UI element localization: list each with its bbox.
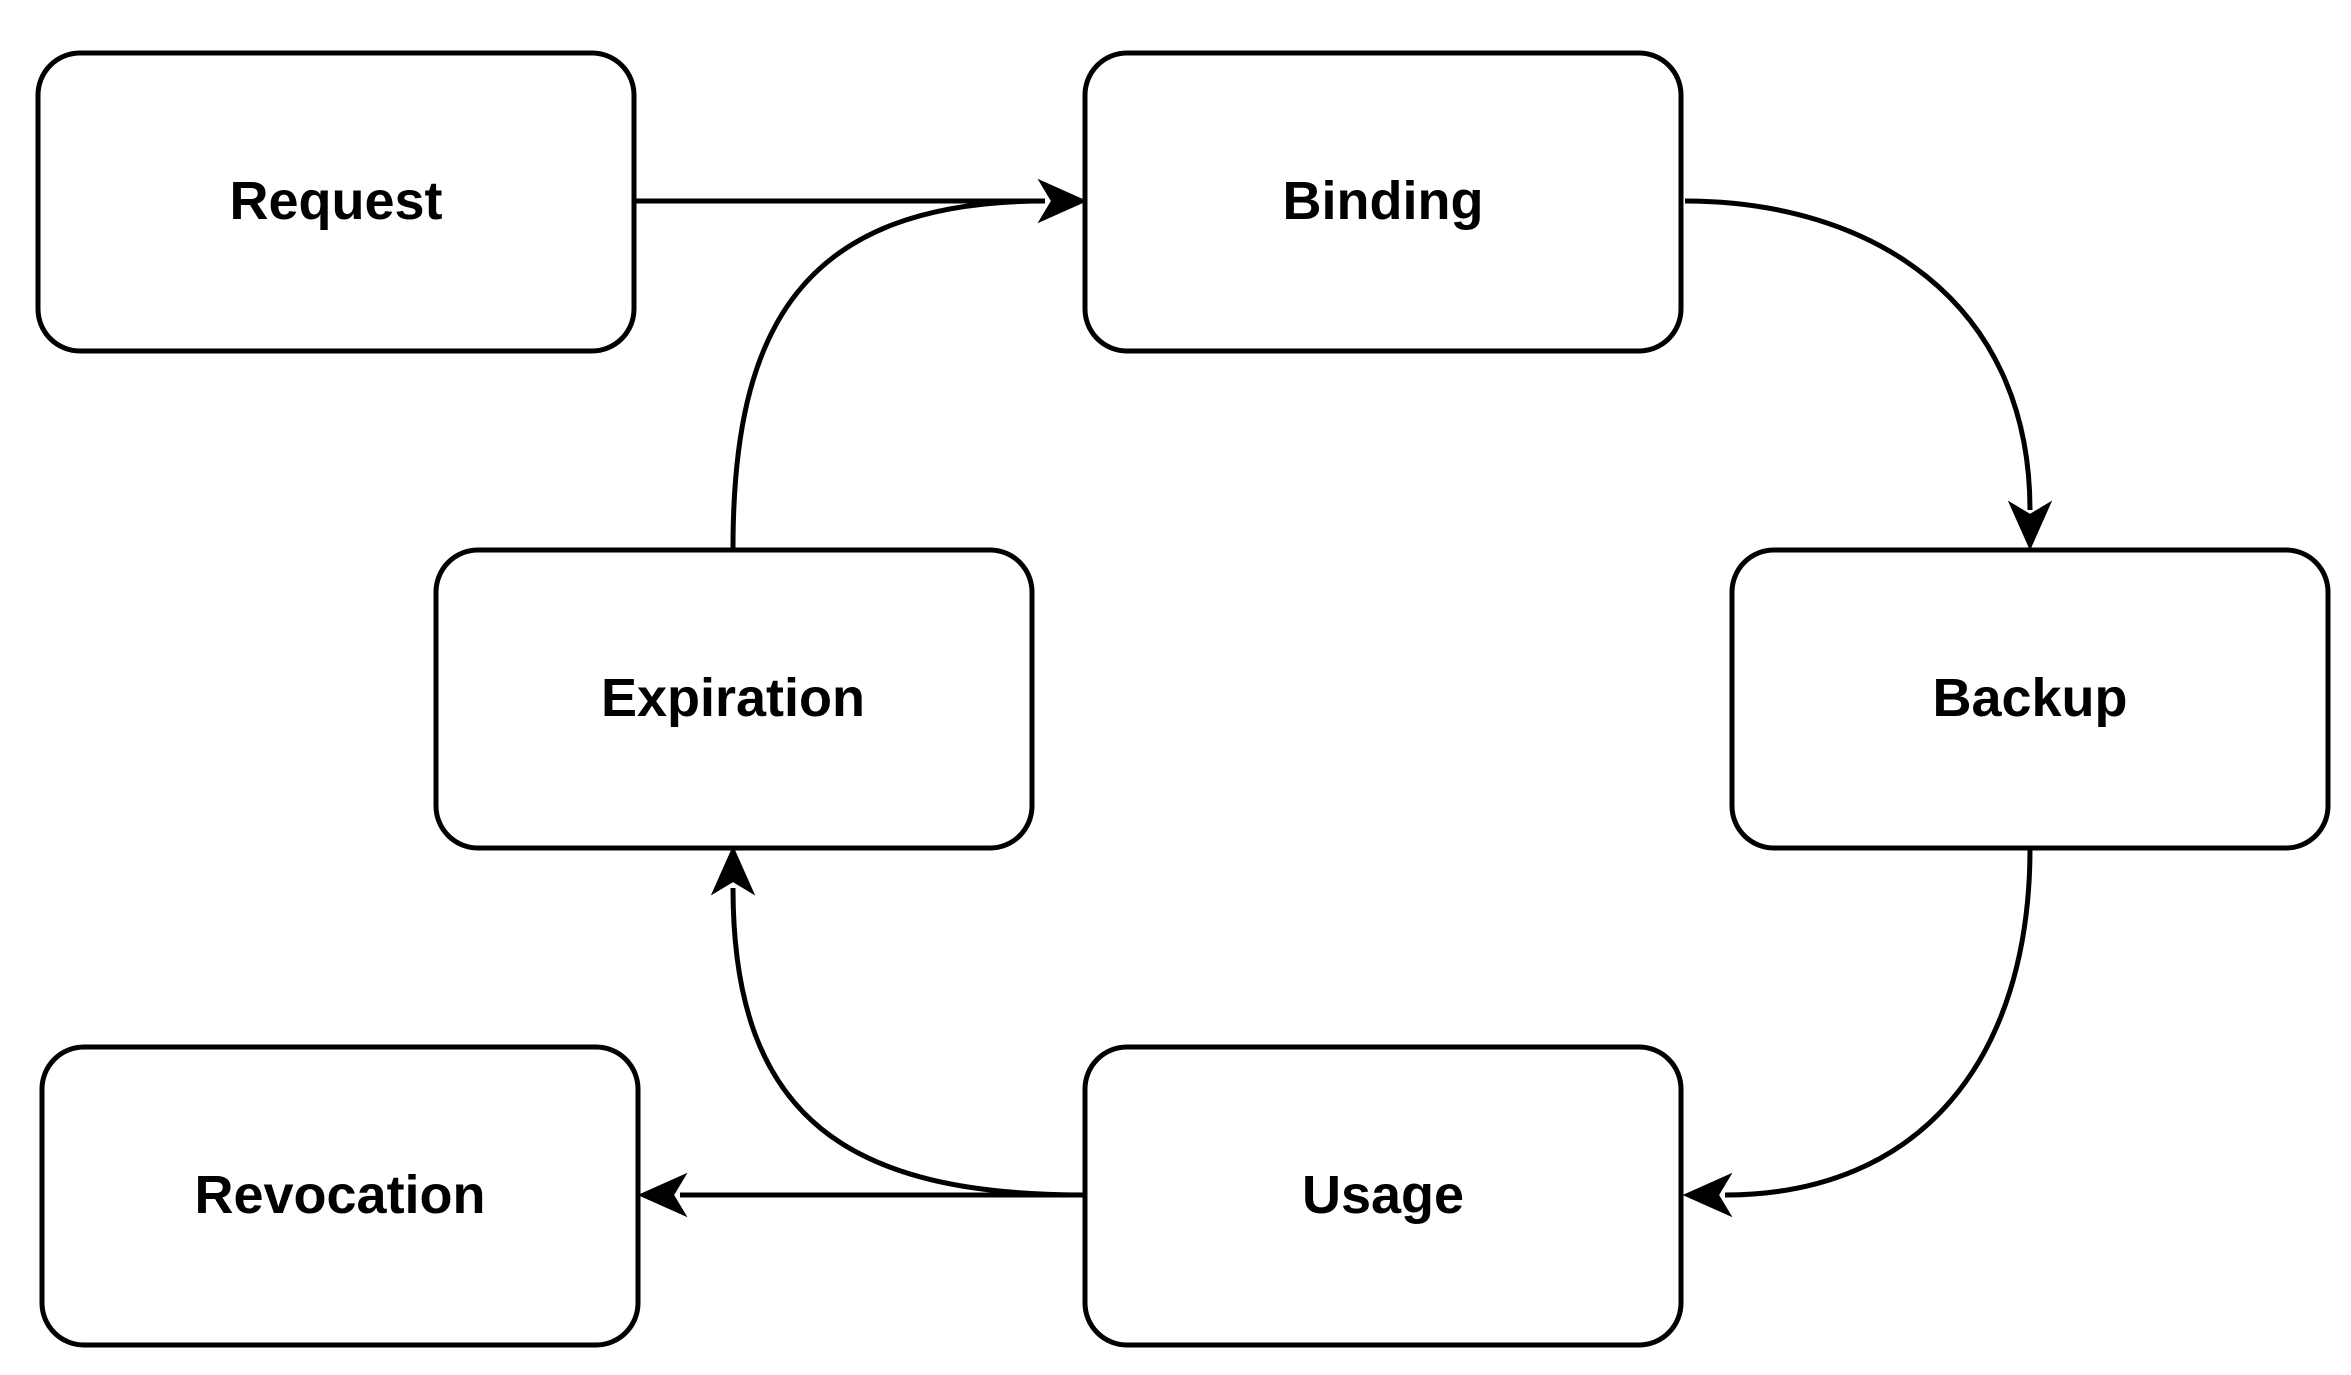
arrow-request-to-binding bbox=[1037, 178, 1088, 224]
node-expiration-label: Expiration bbox=[601, 668, 865, 728]
node-binding-label: Binding bbox=[1283, 171, 1484, 231]
edge-expiration-to-binding bbox=[730, 198, 1046, 549]
arrow-usage-to-expiration bbox=[710, 845, 756, 896]
node-request-box bbox=[35, 50, 637, 354]
edge-backup-to-usage bbox=[1724, 847, 2033, 1198]
arrow-backup-to-usage bbox=[1682, 1172, 1733, 1218]
node-usage: Usage bbox=[1082, 1044, 1684, 1348]
node-expiration-box bbox=[433, 547, 1035, 851]
edges bbox=[636, 178, 2053, 1218]
node-usage-box bbox=[1082, 1044, 1684, 1348]
node-revocation: Revocation bbox=[39, 1044, 641, 1348]
node-binding-box bbox=[1082, 50, 1684, 354]
arrow-binding-to-backup bbox=[2007, 500, 2053, 551]
node-request: Request bbox=[35, 50, 637, 354]
node-usage-label: Usage bbox=[1302, 1165, 1464, 1225]
node-request-label: Request bbox=[229, 171, 442, 231]
edge-usage-to-expiration bbox=[730, 887, 1086, 1198]
node-backup-label: Backup bbox=[1932, 668, 2127, 728]
edge-binding-to-backup bbox=[1684, 198, 2033, 511]
node-backup: Backup bbox=[1729, 547, 2331, 851]
node-revocation-box bbox=[39, 1044, 641, 1348]
node-backup-box bbox=[1729, 547, 2331, 851]
node-revocation-label: Revocation bbox=[194, 1165, 485, 1225]
node-expiration: Expiration bbox=[433, 547, 1035, 851]
node-binding: Binding bbox=[1082, 50, 1684, 354]
arrow-usage-to-revocation bbox=[637, 1172, 688, 1218]
